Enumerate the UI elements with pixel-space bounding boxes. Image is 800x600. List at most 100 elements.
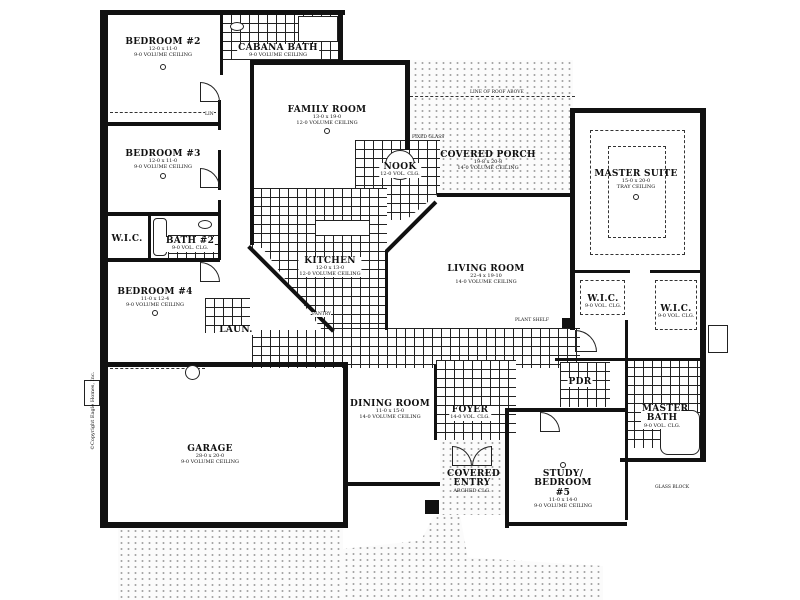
wall (505, 408, 509, 528)
room-name: MASTER SUITE (594, 169, 678, 179)
wall (343, 362, 348, 528)
ac-unit (84, 380, 100, 406)
room-size: 11-0 x 14-0 (548, 497, 578, 504)
room-name: BEDROOM #2 (125, 37, 201, 47)
wall (218, 200, 221, 260)
wall (218, 100, 221, 130)
room-size: 28-0 x 20-0 (195, 453, 225, 460)
note-linen: LIN (205, 112, 214, 117)
room-name: COVERED ENTRY (447, 469, 500, 489)
room-name: LAUN. (218, 325, 254, 336)
closet (110, 112, 216, 113)
ceiling-fan-icon (152, 310, 158, 316)
note-plant-shelf: PLANT SHELF (515, 318, 550, 323)
label-wic: W.I.C. (111, 234, 143, 244)
room-name: KITCHEN (298, 256, 362, 267)
note-roof-line: LINE OF ROOF ABOVE (470, 90, 524, 95)
wall (343, 482, 440, 486)
ceiling-fan-icon (560, 462, 566, 468)
room-name: LIVING ROOM (447, 264, 525, 274)
room-ceiling: 12-0 VOLUME CEILING (298, 270, 362, 277)
ceiling-fan-icon (633, 194, 639, 200)
label-pdr: PDR (567, 377, 593, 388)
room-size: 12-0 x 11-0 (148, 46, 178, 53)
room-name: COVERED PORCH (440, 150, 536, 160)
room-ceiling: 9-0 VOLUME CEILING (181, 458, 239, 465)
label-wic-master-2: W.I.C.9-0 VOL. CLG. (658, 304, 694, 320)
wall (570, 108, 705, 113)
wall (108, 522, 348, 528)
wall (562, 318, 572, 328)
room-ceiling: 12-0 VOLUME CEILING (296, 119, 358, 126)
sink (198, 220, 212, 229)
front-walk (343, 515, 603, 600)
room-name: W.I.C. (111, 234, 143, 244)
note-fixed-glass: FIXED GLASS (412, 135, 445, 140)
room-ceiling: 9-0 VOL. CLG. (641, 423, 683, 430)
wall (405, 60, 410, 150)
room-ceiling: 9-0 VOLUME CEILING (126, 301, 184, 308)
room-ceiling: ARCHED CLG. (453, 487, 491, 494)
room-name: DINING ROOM (350, 399, 430, 409)
room-size: 13-0 x 19-0 (312, 114, 342, 121)
roof-line (410, 96, 575, 97)
tray-ceiling-inner (608, 146, 666, 238)
note-pantry: PANTRY (312, 312, 332, 317)
wall (575, 270, 630, 273)
wall (250, 185, 254, 245)
wall (385, 250, 388, 330)
wall (625, 320, 628, 520)
room-name: W.I.C. (587, 294, 619, 304)
wall (148, 215, 151, 260)
room-size: 15-0 x 20-0 (621, 178, 651, 185)
room-ceiling: 14-0 VOLUME CEILING (359, 413, 421, 420)
wall (700, 108, 706, 460)
room-ceiling: 9-0 VOLUME CEILING (534, 502, 592, 509)
ac-unit (708, 325, 728, 353)
wic-outline (580, 280, 625, 315)
room-name: BEDROOM #3 (125, 149, 201, 159)
room-name: GARAGE (187, 444, 233, 454)
door[interactable] (200, 168, 220, 188)
sink (230, 22, 244, 31)
wall (220, 15, 223, 75)
ceiling-fan-icon (324, 128, 330, 134)
water-heater (185, 365, 200, 380)
room-name: STUDY/ BEDROOM #5 (534, 469, 592, 498)
ceiling-fan-icon (160, 64, 166, 70)
copyright: ©Copyright Eagle Homes, Inc. (90, 371, 96, 450)
wall (620, 458, 706, 462)
room-ceiling: 14-0 VOL. CLG. (449, 414, 491, 421)
main-hall-tile (252, 328, 580, 368)
wall (218, 150, 221, 190)
door[interactable] (575, 330, 597, 352)
room-ceiling: 9-0 VOLUME CEILING (237, 53, 319, 59)
room-name: PDR (567, 377, 593, 388)
room-ceiling: 9-0 VOLUME CEILING (134, 51, 192, 58)
driveway (118, 528, 343, 600)
wall (250, 60, 254, 185)
room-size: 12-0 x 11-0 (148, 158, 178, 165)
label-wic-master-1: W.I.C.9-0 VOL. CLG. (585, 294, 621, 310)
wall (555, 358, 705, 361)
wall (108, 212, 220, 216)
room-name: BATH #2 (164, 236, 216, 247)
door[interactable] (200, 262, 220, 282)
door[interactable] (540, 412, 560, 432)
label-laundry: LAUN. (218, 325, 254, 336)
